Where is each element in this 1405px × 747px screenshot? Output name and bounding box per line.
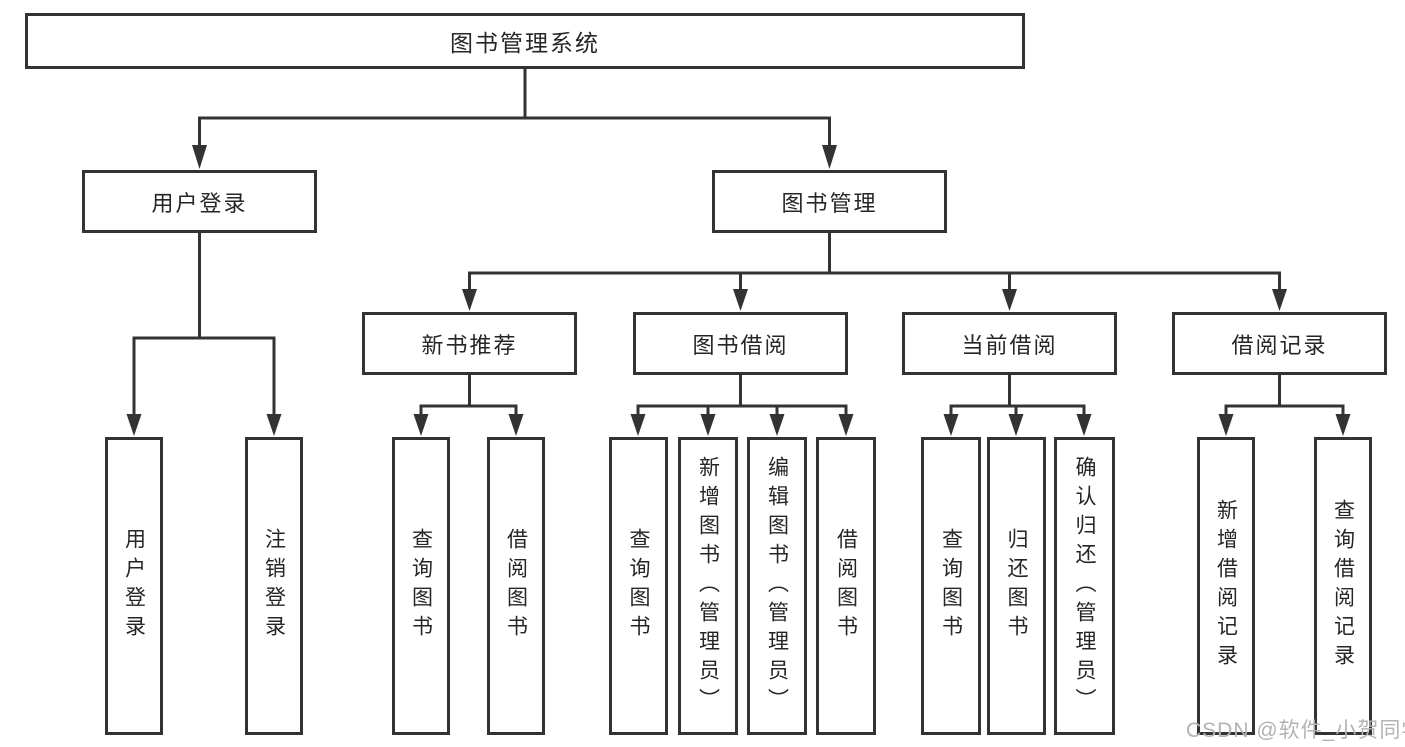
connector-user-login-branch [126, 230, 282, 436]
leaf-label: 借阅图书 [504, 528, 528, 644]
connector-new-book-branch [413, 373, 524, 436]
node-leaf-return-books: 归还图书 [987, 437, 1046, 735]
leaf-label: 确认归还（管理员） [1073, 455, 1096, 717]
connector-book-management-branch [462, 231, 1287, 311]
leaf-label: 注销登录 [262, 528, 286, 644]
node-book-borrow: 图书借阅 [633, 312, 848, 375]
connector-current-borrow-branch [943, 373, 1092, 436]
node-leaf-borrow-books: 借阅图书 [816, 437, 876, 735]
node-new-book-recommend: 新书推荐 [362, 312, 577, 375]
node-leaf-add-books-admin: 新增图书（管理员） [678, 437, 738, 735]
connector-borrow-records-branch [1218, 373, 1351, 436]
node-leaf-add-borrow-record: 新增借阅记录 [1197, 437, 1255, 735]
node-user-login: 用户登录 [82, 170, 317, 233]
node-leaf-query-books: 查询图书 [609, 437, 668, 735]
node-leaf-query-borrow-record: 查询借阅记录 [1314, 437, 1372, 735]
node-book-management: 图书管理 [712, 170, 947, 233]
node-leaf-query-current: 查询图书 [921, 437, 981, 735]
leaf-label: 查询借阅记录 [1331, 499, 1355, 673]
leaf-label: 新增图书（管理员） [696, 455, 720, 717]
node-root-library-system: 图书管理系统 [25, 13, 1025, 69]
connector-book-borrow-branch [630, 373, 854, 436]
leaf-label: 归还图书 [1005, 528, 1028, 644]
node-leaf-user-login: 用户登录 [105, 437, 163, 735]
node-borrow-records: 借阅记录 [1172, 312, 1387, 375]
connector-root-to-level1 [192, 66, 837, 169]
node-leaf-edit-books-admin: 编辑图书（管理员） [747, 437, 807, 735]
csdn-watermark: CSDN @软件_小贺同学 [1186, 719, 1405, 742]
node-leaf-confirm-return-admin: 确认归还（管理员） [1054, 437, 1115, 735]
node-leaf-borrow-books-recommend: 借阅图书 [487, 437, 545, 735]
leaf-label: 查询图书 [939, 528, 963, 644]
leaf-label: 查询图书 [627, 528, 650, 644]
node-leaf-query-books-recommend: 查询图书 [392, 437, 450, 735]
leaf-label: 编辑图书（管理员） [765, 455, 789, 717]
node-leaf-logout: 注销登录 [245, 437, 303, 735]
leaf-label: 用户登录 [122, 528, 146, 644]
node-current-borrow: 当前借阅 [902, 312, 1117, 375]
leaf-label: 新增借阅记录 [1214, 499, 1238, 673]
leaf-label: 查询图书 [409, 528, 433, 644]
leaf-label: 借阅图书 [834, 528, 858, 644]
